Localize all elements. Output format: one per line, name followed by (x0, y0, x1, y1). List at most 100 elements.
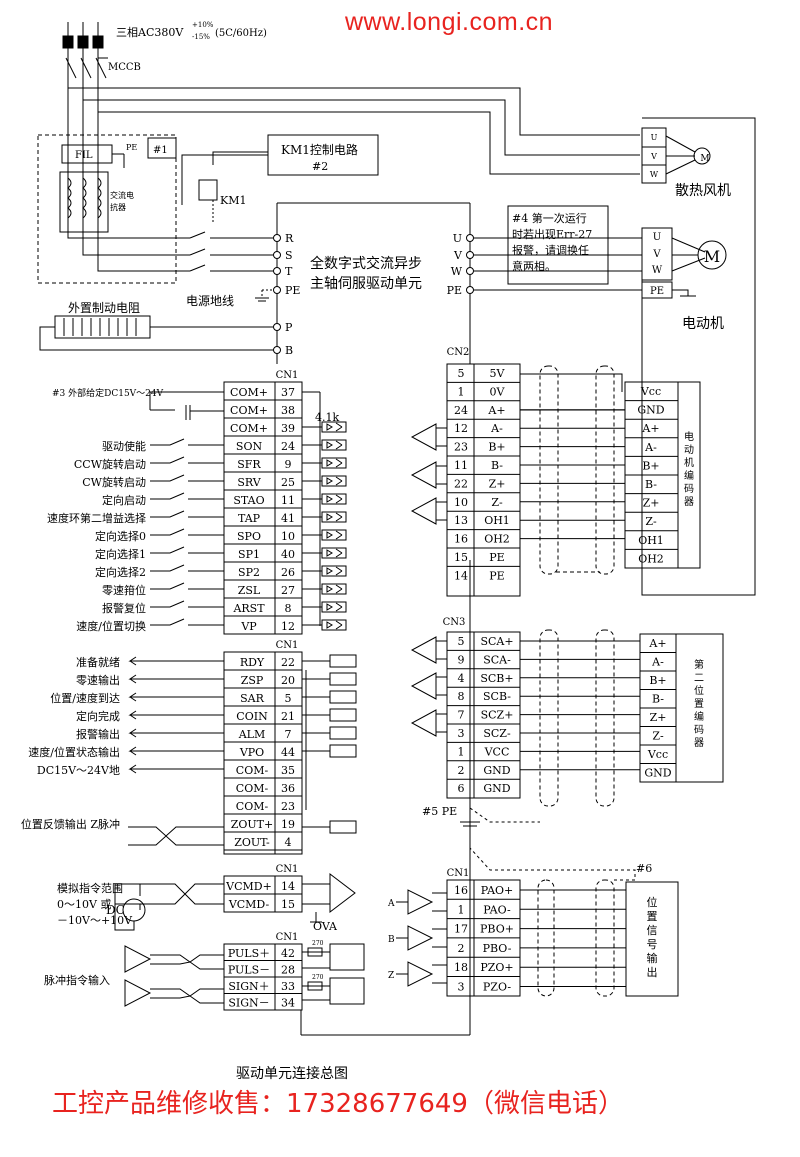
output-arrow (128, 710, 224, 720)
cn1-out-header: CN1 (276, 640, 299, 651)
cn3-pin: 2 (458, 764, 465, 777)
cn2-pin: 16 (454, 533, 468, 546)
encoder-term: A+ (641, 422, 659, 435)
encoder-label: 器 (684, 496, 694, 508)
cn2-pin: 23 (454, 441, 468, 454)
cn1-out-label: 位置反馈输出 Z脉冲 (21, 817, 120, 831)
drive-output-pe: PE (447, 284, 462, 297)
output-arrow (128, 746, 224, 756)
encoder-label: 码 (684, 483, 694, 495)
input-switch (150, 546, 224, 554)
cn2-header: CN2 (447, 347, 470, 358)
cn1-in-label: 定向选择1 (95, 547, 146, 561)
cn1-out-label: 报警输出 (76, 727, 120, 741)
cn1-in-label: 驱动使能 (102, 439, 146, 453)
encoder2-term: Vcc (647, 748, 668, 761)
cn3-signal: GND (483, 782, 510, 795)
receiver-triangle (410, 636, 447, 664)
cn2-pin: 12 (454, 422, 468, 435)
cn3-signal: SCA- (483, 653, 511, 666)
cn3-signal: GND (483, 764, 510, 777)
cn2-pin: 22 (454, 477, 468, 490)
encoder-label: 机 (684, 456, 694, 469)
fan-label: 散热风机 (675, 183, 731, 199)
cn1-in-label: 零速箝位 (102, 583, 146, 597)
cn1-in-label: 定向启动 (102, 493, 146, 507)
cn1-pulse-signal: PULS＋ (228, 947, 270, 960)
cn1-pulse-signal: SIGN＋ (228, 980, 269, 993)
pos-output-box-label: 号 (647, 938, 658, 951)
cn1-in-pin: 40 (281, 548, 295, 561)
cn1-pos-pin: 2 (458, 942, 465, 955)
cn1-in-pin: 9 (285, 458, 292, 471)
cn1-in-signal: SON (236, 440, 263, 453)
optocoupler (321, 511, 347, 523)
cn2-pin: 5 (458, 367, 465, 380)
optocoupler-led (326, 602, 343, 612)
encoder2-label: 二 (694, 673, 704, 684)
brake-resistor-label: 外置制动电阻 (68, 301, 140, 315)
output-optocoupler (329, 690, 357, 704)
motor-term: U (653, 232, 661, 243)
drive-input-b: B (285, 344, 293, 357)
encoder-term: Vcc (640, 385, 661, 398)
optocoupler-led (326, 620, 343, 630)
footer-contact: 工控产品维修收售：17328677649（微信电话） (52, 1089, 624, 1119)
note4-line: 报警，请调换任 (512, 243, 589, 257)
cn1-out-pin: 35 (281, 764, 295, 777)
cn1-in-pin: 38 (281, 404, 295, 417)
note4-line: 时若出现Err-27 (512, 227, 592, 241)
cn1-analog-pin: 14 (281, 880, 295, 893)
output-optocoupler (329, 708, 357, 722)
cn3-pin: 7 (458, 709, 465, 722)
cn1-out-signal: COM- (236, 764, 269, 777)
analog-range-label: －10V～+10V (57, 914, 133, 927)
cn2-pin: 13 (454, 514, 468, 527)
note4-line: 意两相。 (512, 259, 556, 273)
cn1-pos-pin: 18 (454, 961, 468, 974)
analog-range-label: 模拟指令范围 (57, 881, 123, 895)
cn3-pin: 9 (458, 653, 465, 666)
cn1-out-label: 准备就绪 (76, 655, 120, 669)
fil-label: FIL (75, 150, 93, 161)
optocoupler (321, 583, 347, 595)
cn1-in-label: CCW旋转启动 (74, 457, 146, 471)
cn1-in-label: 报警复位 (102, 601, 146, 615)
cn1-in-pin: 25 (281, 476, 295, 489)
cn2-pin: 15 (454, 551, 468, 564)
output-optocoupler (329, 726, 357, 740)
cn2-signal: PE (489, 569, 504, 582)
input-switch (150, 564, 224, 572)
cn3-signal: SCA+ (480, 635, 513, 648)
note2-label: #2 (312, 160, 328, 173)
encoder-term: A- (644, 441, 657, 454)
cn1-in-pin: 27 (281, 584, 295, 597)
drive-input-r: R (285, 232, 294, 245)
cn3-pin: 8 (458, 690, 465, 703)
encoder2-term: B- (652, 693, 664, 706)
input-switch (150, 510, 224, 518)
reactor-label: 抗器 (110, 202, 126, 212)
encoder2-label: 码 (694, 724, 704, 736)
motor-term: W (652, 265, 663, 276)
output-arrow (128, 656, 224, 666)
cn2-signal: B- (491, 459, 503, 472)
pos-output-box-label: 信 (647, 924, 658, 937)
cn1-out-pin: 22 (281, 656, 295, 669)
cn2-signal: Z- (491, 496, 503, 509)
input-switch (150, 582, 224, 590)
cn1-in-header: CN1 (276, 370, 299, 381)
pos-output-box-label: 置 (647, 910, 658, 923)
pos-output-box-label: 输 (647, 951, 658, 965)
optocoupler (321, 529, 347, 541)
encoder-label: 电 (684, 430, 694, 443)
encoder2-label: 位 (694, 684, 704, 697)
km1-label: KM1 (220, 194, 246, 207)
supply-label: 三相AC380V (116, 26, 184, 39)
optocoupler (321, 457, 347, 469)
receiver-triangle (410, 709, 447, 737)
encoder2-term: A+ (648, 637, 666, 650)
cn1-pos-signal: PAO+ (481, 884, 514, 897)
cn1-pos-signal: PZO+ (480, 961, 513, 974)
encoder-term: Z+ (643, 497, 660, 510)
